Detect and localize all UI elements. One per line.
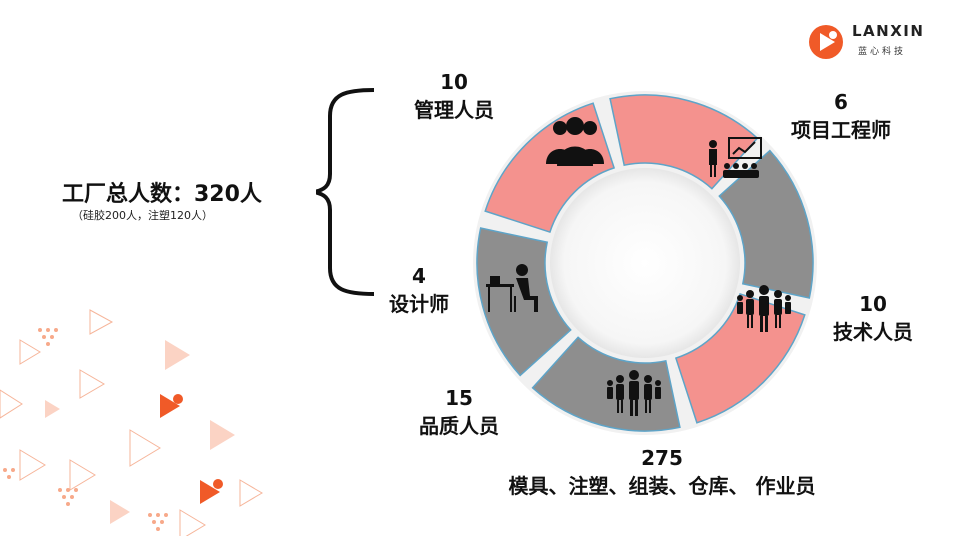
segment-count: 10: [859, 292, 887, 316]
segment-name: 设计师: [389, 292, 449, 316]
designer-desk-icon: [486, 264, 538, 312]
segment-count: 10: [440, 70, 468, 94]
total-headcount-title: 工厂总人数：320人: [62, 182, 262, 207]
segment-label-designer: 4 设计师: [374, 262, 464, 318]
brand-name: LANXIN: [852, 22, 925, 40]
segment-name: 技术人员: [833, 320, 913, 344]
ring-segment-management: [484, 102, 616, 234]
workers-group-icon: [607, 370, 661, 416]
segment-label-project-engineer: 6 项目工程师: [776, 88, 906, 144]
segment-label-technician: 10 技术人员: [818, 290, 928, 346]
brace-connector: [316, 88, 375, 296]
segment-name: 模具、注塑、组装、仓库、 作业员: [508, 474, 816, 498]
decorative-triangle-pattern: [0, 309, 263, 536]
segment-count: 275: [641, 446, 683, 470]
brand-subtitle: 蓝心科技: [858, 47, 907, 57]
presentation-icon: [709, 137, 762, 178]
ring-segment-technician: [718, 149, 814, 299]
segment-label-operators: 275 模具、注塑、组装、仓库、 作业员: [462, 444, 862, 500]
segment-count: 6: [834, 90, 848, 114]
segment-count: 15: [445, 386, 473, 410]
segment-label-quality: 15 品质人员: [404, 384, 514, 440]
ring-segment-designer: [476, 227, 572, 377]
ring-segment-quality: [531, 336, 681, 432]
segment-name: 品质人员: [419, 414, 499, 438]
technicians-group-icon: [737, 285, 791, 332]
management-group-icon: [546, 117, 604, 166]
segment-name: 项目工程师: [791, 118, 891, 142]
total-headcount-note: （硅胶200人，注塑120人）: [72, 209, 213, 222]
ring-segment-operators: [674, 292, 806, 424]
segment-name: 管理人员: [414, 98, 494, 122]
play-logo-icon: [809, 25, 843, 59]
segment-count: 4: [412, 264, 426, 288]
segment-label-management: 10 管理人员: [404, 68, 504, 124]
